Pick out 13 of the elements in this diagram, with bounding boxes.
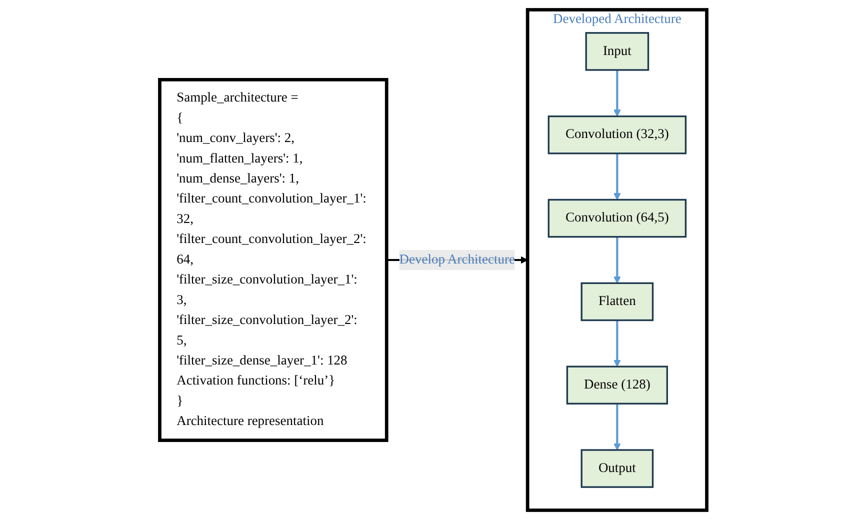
node-box: Sample_architecture = { 'num_conv_layers': 2, 'num_flatten_layers': 1, 'num_dense_layers': 1, 'filter_count_convolution_layer_1': 32, 'filter_count_convolution_layer_2': 64, 'filter_size_convolution_layer_1': 3, 'filter_size_convolution_layer_2': 5, 'filter_size_dense_layer_1': 128 Activation functions: [‘relu’} } Architecture representation [158, 78, 388, 442]
arrow [613, 404, 621, 450]
arrow [613, 70, 621, 117]
arrow [613, 236, 621, 284]
arrow [613, 320, 621, 367]
node-box: Output [580, 449, 654, 488]
edge-label: Develop Architecture [399, 252, 515, 267]
node-box: Input [584, 32, 649, 71]
node-box: Flatten [580, 282, 654, 322]
node-box: Convolution (64,5) [548, 198, 686, 238]
node-box: Convolution (32,3) [548, 115, 686, 154]
arrow [613, 153, 621, 200]
node-box: Dense (128) [566, 366, 668, 404]
